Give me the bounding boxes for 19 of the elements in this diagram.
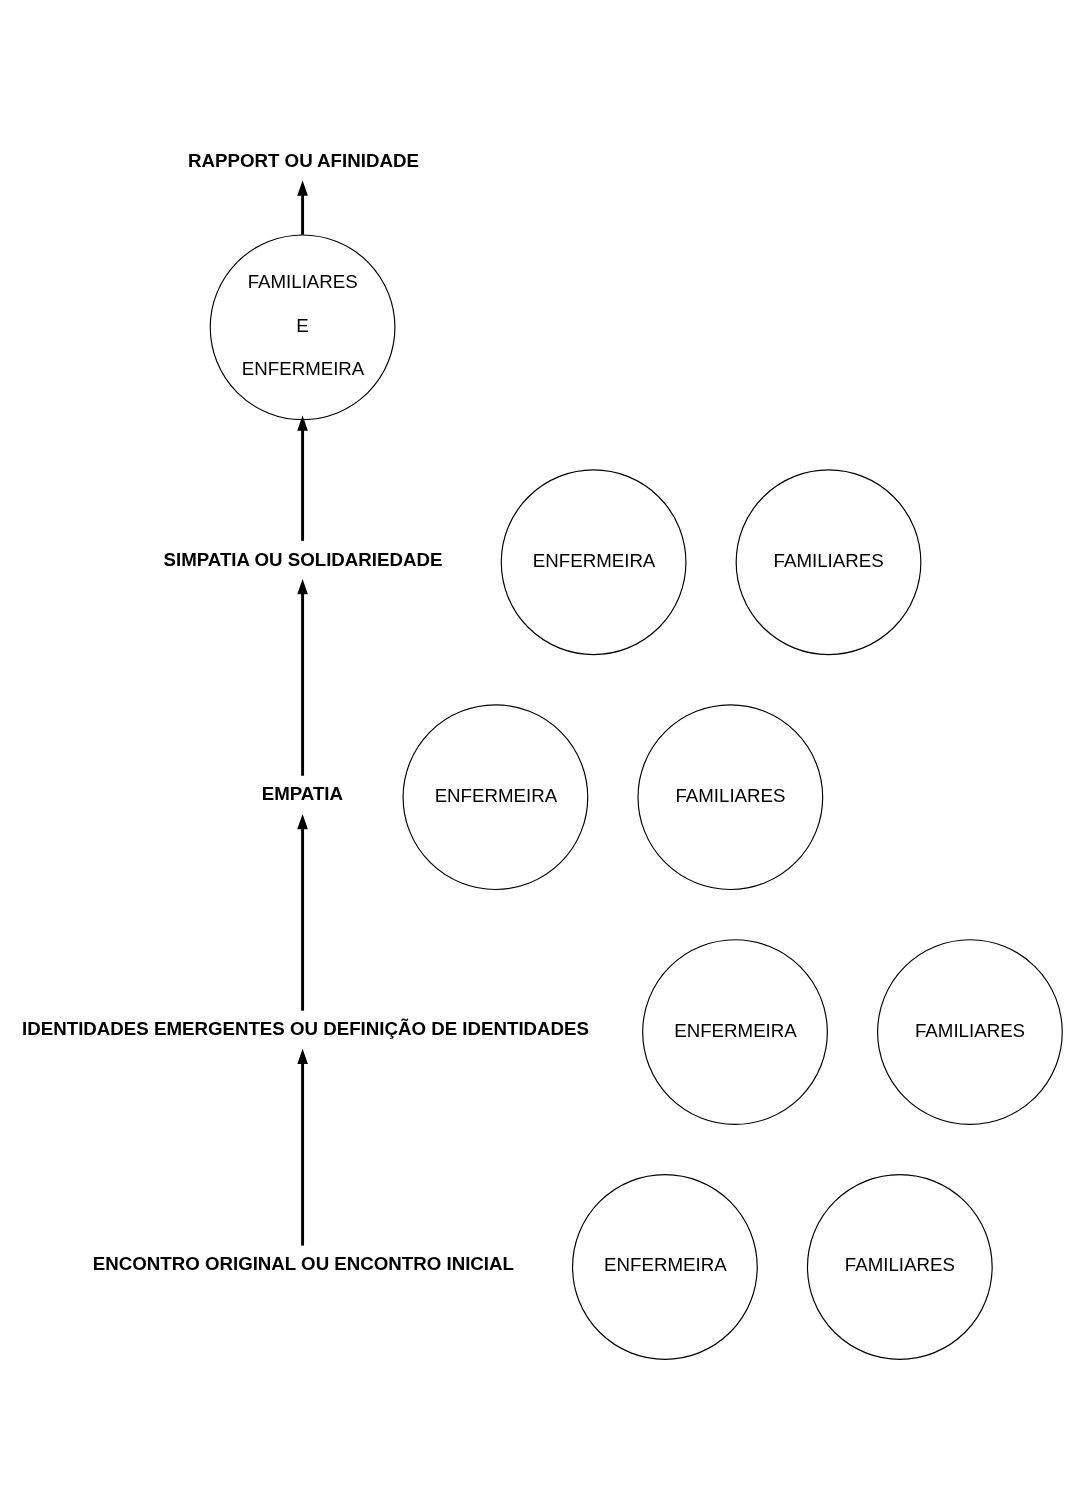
arrow bbox=[297, 578, 308, 776]
node-circle: ENFERMEIRA bbox=[402, 703, 589, 890]
arrow bbox=[297, 813, 308, 1011]
node-circle: FAMILIARES bbox=[735, 468, 922, 655]
node-text: SIMPATIA OU SOLIDARIEDADE bbox=[163, 548, 443, 570]
node-circle: ENFERMEIRA bbox=[642, 938, 828, 1125]
node-text: IDENTIDADES EMERGENTES OU DEFINIÇÃO DE IDENTIDADES bbox=[22, 1017, 589, 1039]
node-circle: FAMILIARES bbox=[637, 703, 824, 890]
node-circle: ENFERMEIRA bbox=[571, 1173, 758, 1360]
arrow bbox=[297, 180, 308, 235]
node-text: ENCONTRO ORIGINAL OU ENCONTRO INICIAL bbox=[92, 1252, 514, 1274]
node-circle: FAMILIARES bbox=[806, 1173, 993, 1360]
arrow bbox=[297, 1048, 308, 1246]
node-text: RAPPORT OU AFINIDADE bbox=[188, 149, 419, 171]
arrow bbox=[297, 415, 308, 541]
node-circle: ENFERMEIRA bbox=[500, 468, 687, 655]
node-circle: FAMILIARES E ENFERMEIRA bbox=[209, 233, 396, 420]
node-text: EMPATIA bbox=[261, 782, 344, 804]
node-circle: FAMILIARES bbox=[877, 938, 1063, 1125]
